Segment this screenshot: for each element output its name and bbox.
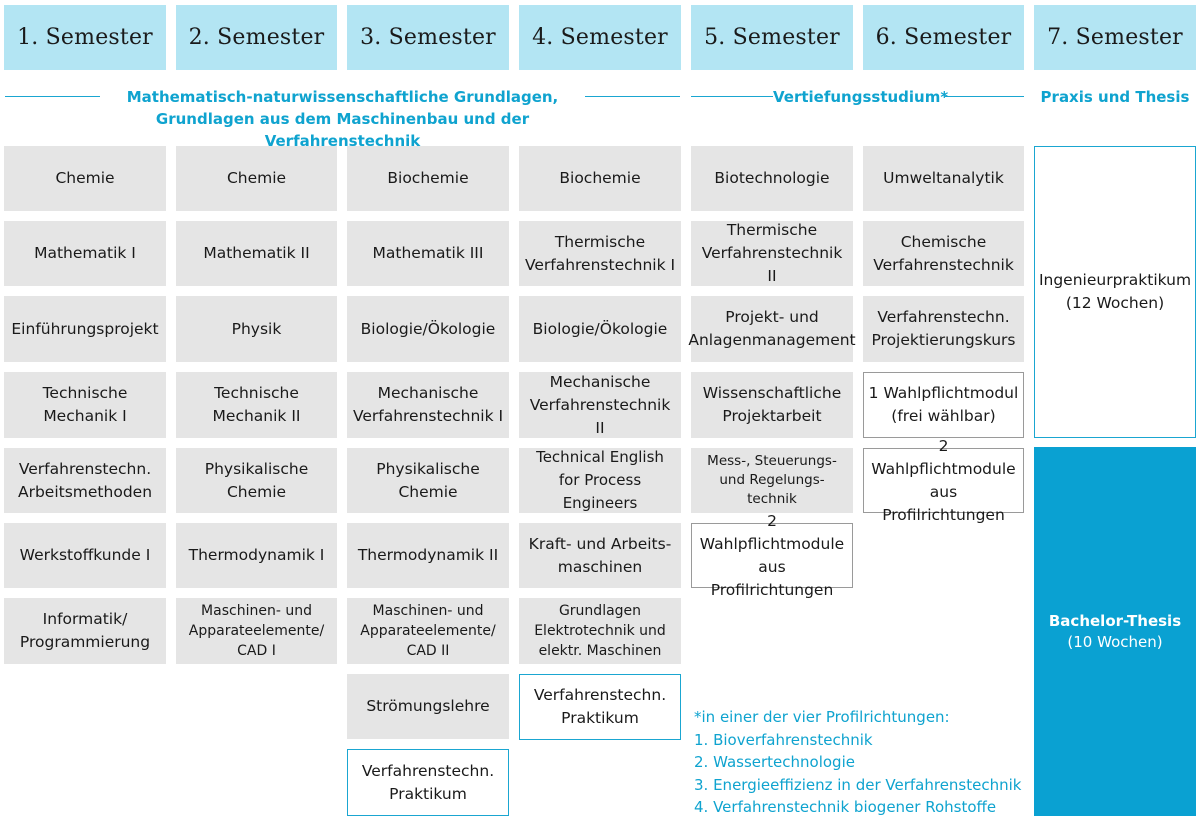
module-chemische-verfahrenstechnik: Chemische Verfahrenstechnik xyxy=(863,221,1024,286)
module-mechanische-verfahrenstechnik-2: Mechanische Verfahrenstechnik II xyxy=(519,372,681,438)
module-physikalische-chemie: Physikalische Chemie xyxy=(347,448,509,513)
module-kraft-arbeitsmaschinen: Kraft- und Arbeits- maschinen xyxy=(519,523,681,588)
module-wahlpflichtmodule-profil: 2 Wahlpflichtmodule aus Profilrichtungen xyxy=(691,512,853,599)
module-verfahrenstechn-praktikum: Verfahrenstechn. Praktikum xyxy=(347,749,509,816)
module-chemie: Chemie xyxy=(176,146,337,211)
semester-header-1: 1. Semester xyxy=(4,5,166,70)
semester-header-6: 6. Semester xyxy=(863,5,1024,70)
module-chemie: Chemie xyxy=(4,146,166,211)
phase-grundlagen-line1: Mathematisch-naturwissenschaftliche Grun… xyxy=(126,88,559,106)
module-umweltanalytik: Umweltanalytik xyxy=(863,146,1024,211)
module-mess-steuerungs-regelungstechnik: Mess-, Steuerungs- und Regelungs- techni… xyxy=(691,448,853,513)
module-mathematik-2: Mathematik II xyxy=(176,221,337,286)
thesis-title: Bachelor-Thesis xyxy=(1048,611,1182,630)
semester-header-3: 3. Semester xyxy=(347,5,509,70)
module-verfahrenstechn-praktikum: Verfahrenstechn. Praktikum xyxy=(519,674,681,740)
module-thermodynamik-2: Thermodynamik II xyxy=(347,523,509,588)
module-werkstoffkunde-1: Werkstoffkunde I xyxy=(4,523,166,588)
semester-header-7: 7. Semester xyxy=(1034,5,1196,70)
module-wahlpflichtmodul-frei: 1 Wahlpflichtmodul (frei wählbar) xyxy=(863,372,1024,438)
semester-header-2: 2. Semester xyxy=(176,5,337,70)
module-technische-mechanik-2: Technische Mechanik II xyxy=(176,372,337,438)
module-biotechnologie: Biotechnologie xyxy=(691,146,853,211)
thesis-duration: (10 Wochen) xyxy=(1067,632,1163,651)
module-thermische-verfahrenstechnik-1: Thermische Verfahrenstechnik I xyxy=(519,221,681,286)
module-ingenieurpraktikum: Ingenieurpraktikum (12 Wochen) xyxy=(1034,146,1196,438)
module-mathematik-1: Mathematik I xyxy=(4,221,166,286)
module-wahlpflichtmodule-profil: 2 Wahlpflichtmodule aus Profilrichtungen xyxy=(863,437,1024,524)
module-biologie-oekologie: Biologie/Ökologie xyxy=(519,296,681,362)
module-mechanische-verfahrenstechnik-1: Mechanische Verfahrenstechnik I xyxy=(347,372,509,438)
semester-header-5: 5. Semester xyxy=(691,5,853,70)
module-maschinen-apparateelemente-cad-1: Maschinen- und Apparateelemente/ CAD I xyxy=(176,598,337,664)
footnote-item: 2. Wassertechnologie xyxy=(694,753,855,771)
phase-grundlagen-line2: Grundlagen aus dem Maschinenbau und der … xyxy=(155,110,530,150)
phase-praxis: Praxis und Thesis xyxy=(1040,88,1190,106)
module-projekt-anlagenmanagement: Projekt- und Anlagenmanagement xyxy=(688,296,856,362)
module-physikalische-chemie: Physikalische Chemie xyxy=(176,448,337,513)
profilrichtungen-footnote: *in einer der vier Profilrichtungen: 1. … xyxy=(694,706,1034,819)
footnote-item: 1. Bioverfahrenstechnik xyxy=(694,730,873,749)
footnote-item: 3. Energieeffizienz in der Verfahrenstec… xyxy=(694,775,1022,794)
module-mathematik-3: Mathematik III xyxy=(347,221,509,286)
phase-rule xyxy=(5,96,100,97)
module-wissenschaftliche-projektarbeit: Wissenschaftliche Projektarbeit xyxy=(691,372,853,438)
module-stroemungslehre: Strömungslehre xyxy=(347,674,509,739)
module-thermodynamik-1: Thermodynamik I xyxy=(176,523,337,588)
module-verfahrenstechn-arbeitsmethoden: Verfahrenstechn. Arbeitsmethoden xyxy=(4,448,166,513)
module-verfahrenstechn-projektierungskurs: Verfahrenstechn. Projektierungskurs xyxy=(863,296,1024,362)
footnote-title: *in einer der vier Profilrichtungen: xyxy=(694,708,950,726)
footnote-item: 4. Verfahrenstechnik biogener Rohstoffe xyxy=(694,798,997,816)
phase-rule xyxy=(585,96,680,97)
semester-header-4: 4. Semester xyxy=(519,5,681,70)
module-grundlagen-elektrotechnik: Grundlagen Elektrotechnik und elektr. Ma… xyxy=(519,598,681,664)
module-technische-mechanik-1: Technische Mechanik I xyxy=(4,372,166,438)
module-einfuehrungsprojekt: Einführungsprojekt xyxy=(4,296,166,362)
module-thermische-verfahrenstechnik-2: Thermische Verfahrenstechnik II xyxy=(691,221,853,286)
phase-rule xyxy=(691,96,773,97)
module-biochemie: Biochemie xyxy=(519,146,681,211)
module-biologie-oekologie: Biologie/Ökologie xyxy=(347,296,509,362)
module-physik: Physik xyxy=(176,296,337,362)
phase-rule xyxy=(945,96,1024,97)
module-biochemie: Biochemie xyxy=(347,146,509,211)
module-maschinen-apparateelemente-cad-2: Maschinen- und Apparateelemente/ CAD II xyxy=(347,598,509,664)
phase-vertiefung: Vertiefungsstudium* xyxy=(773,88,949,106)
module-informatik-programmierung: Informatik/ Programmierung xyxy=(4,598,166,664)
module-bachelor-thesis: Bachelor-Thesis (10 Wochen) xyxy=(1034,447,1196,816)
module-technical-english: Technical English for Process Engineers xyxy=(519,448,681,513)
phase-grundlagen: Mathematisch-naturwissenschaftliche Grun… xyxy=(100,86,585,152)
